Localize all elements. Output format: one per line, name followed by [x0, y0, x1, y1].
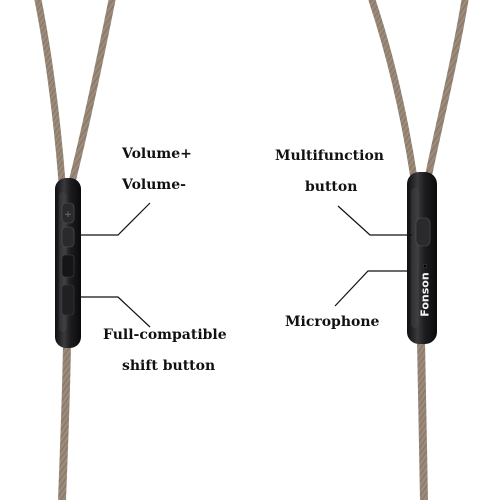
shift-button: [61, 254, 75, 278]
svg-text:+: +: [64, 210, 72, 220]
volume-down-button: [61, 226, 75, 248]
label-shift-button-line2: shift button: [122, 358, 216, 374]
label-volume-down: Volume-: [122, 177, 186, 193]
brand-logo-text: Fonson: [418, 272, 432, 317]
label-shift-button-line1: Full-compatible: [103, 327, 227, 343]
right-cable: [368, 0, 469, 500]
leader-microphone: [334, 270, 410, 307]
right-remote-control: [407, 172, 437, 344]
leader-multifunction: [337, 205, 412, 236]
leader-lines: [78, 202, 412, 328]
leader-volume: [78, 202, 151, 236]
label-volume-up: Volume+: [122, 146, 192, 162]
microphone-hole: [422, 263, 428, 269]
label-multifunction-line2: button: [305, 179, 358, 195]
left-cable: [34, 0, 116, 500]
leader-shift: [78, 296, 151, 328]
label-multifunction-line1: Multifunction: [275, 148, 384, 164]
left-remote-control: +: [55, 178, 81, 348]
multifunction-button: [415, 217, 431, 247]
label-microphone: Microphone: [285, 314, 380, 330]
volume-up-button: [61, 202, 75, 224]
